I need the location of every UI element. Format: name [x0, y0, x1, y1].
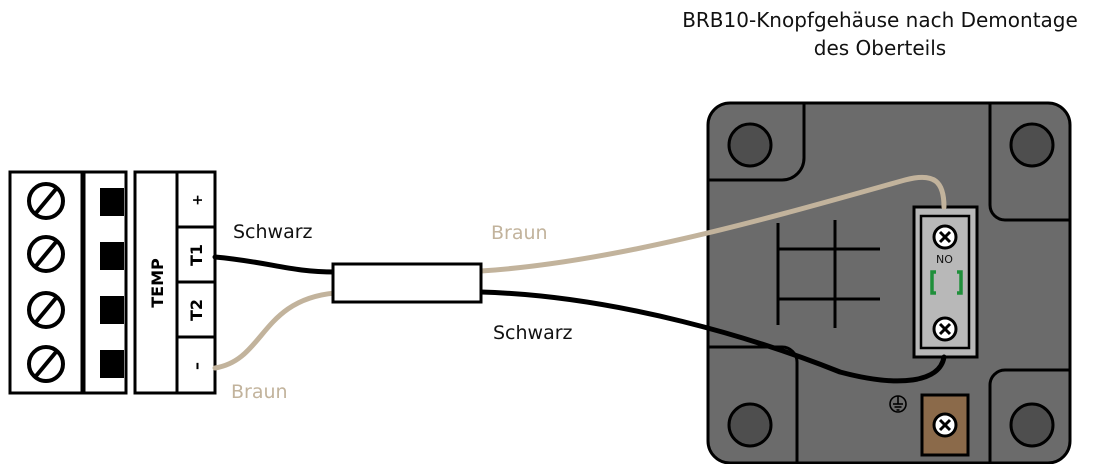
mounting-hole: [1009, 402, 1055, 448]
pin-plus-label: +: [190, 194, 206, 206]
pin-t1-label: T1: [187, 244, 206, 266]
wire-label-brown-right: Braun: [491, 222, 548, 244]
mounting-hole: [1009, 122, 1055, 168]
pin-minus-label: –: [187, 362, 206, 370]
temp-connector: TEMP + T1 T2 –: [133, 170, 217, 395]
mounting-hole: [727, 122, 773, 168]
pin-t2-label: T2: [187, 299, 206, 321]
screw-icon: [27, 182, 65, 220]
ground-symbol-icon: [889, 395, 907, 413]
ground-screw-icon: [932, 412, 958, 438]
terminal-contact: [100, 296, 124, 324]
switch-screw-icon: [932, 316, 958, 342]
wire-black-right: [478, 289, 947, 384]
terminal-contact: [100, 350, 124, 378]
terminal-contact: [100, 188, 124, 216]
wire-brown-right: [478, 174, 947, 274]
wire-brown-left: [212, 290, 338, 371]
diagram-title-line1: BRB10-Knopfgehäuse nach Demontage: [682, 8, 1078, 32]
housing-ribs: [776, 220, 880, 328]
inline-connector: [331, 262, 483, 304]
mounting-hole: [727, 402, 773, 448]
wire-label-black-right: Schwarz: [493, 322, 573, 344]
screw-icon: [27, 291, 65, 329]
wire-label-brown-left: Braun: [231, 381, 288, 403]
switch-indicator: [930, 270, 963, 295]
screw-terminal-block: [8, 170, 128, 395]
wire-black-left: [212, 254, 338, 275]
ground-terminal: [889, 393, 970, 457]
screw-icon: [27, 235, 65, 273]
terminal-contact: [100, 242, 124, 270]
switch-screw-icon: [932, 224, 958, 250]
diagram-title-line2: des Oberteils: [814, 36, 946, 60]
brb10-housing: [706, 101, 1072, 464]
temp-label: TEMP: [148, 258, 167, 308]
micro-switch: NO: [912, 205, 979, 359]
wires: [212, 174, 947, 384]
screw-icon: [27, 345, 65, 383]
wire-label-black-left: Schwarz: [233, 221, 313, 243]
no-contact-label: NO: [936, 253, 953, 266]
